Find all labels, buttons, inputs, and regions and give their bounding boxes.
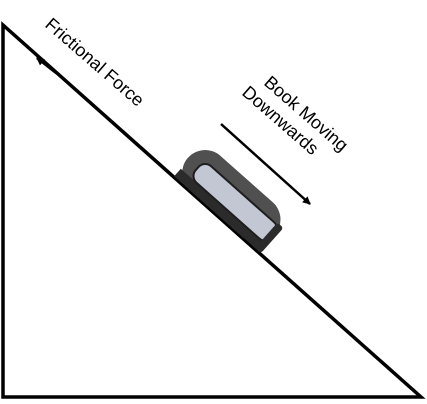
motion-arrow [220, 123, 311, 205]
book-spine-end [256, 223, 283, 253]
book [174, 150, 283, 253]
friction-arrow [36, 57, 57, 74]
book-edge [174, 168, 267, 252]
friction-label: Frictional Force [41, 14, 148, 110]
inclined-plane [1, 21, 426, 399]
